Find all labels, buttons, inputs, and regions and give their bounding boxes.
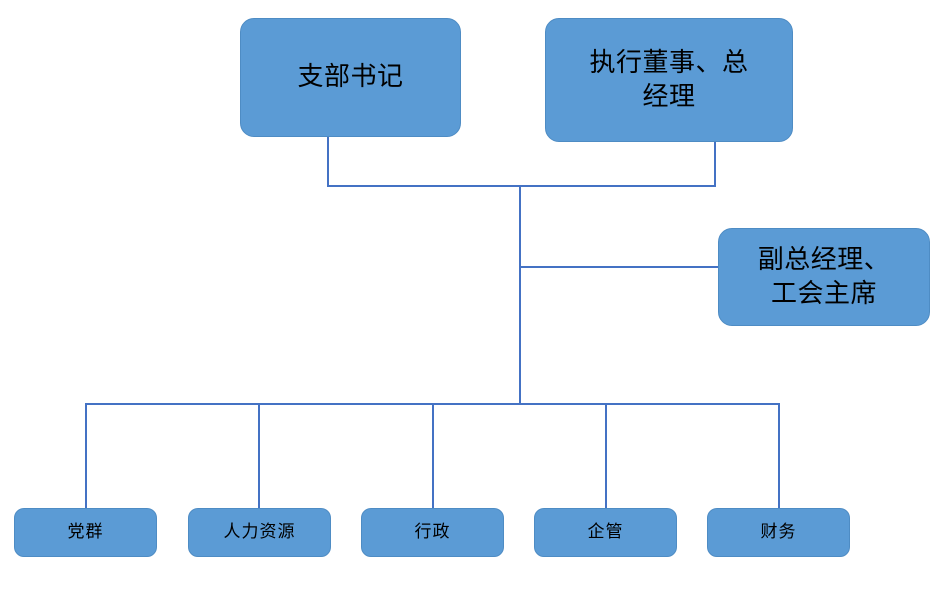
connector-deputy-gm-branch	[519, 266, 719, 268]
connector-party-secretary-down	[327, 136, 329, 186]
connector-executive-director-down	[714, 141, 716, 186]
node-deputy-gm-union-chair[interactable]: 副总经理、 工会主席	[718, 228, 930, 326]
connector-main-trunk	[519, 185, 521, 405]
node-executive-director-gm[interactable]: 执行董事、总 经理	[545, 18, 793, 142]
node-administration[interactable]: 行政	[361, 508, 504, 557]
connector-drop-enterprise-management	[605, 403, 607, 509]
node-enterprise-management[interactable]: 企管	[534, 508, 677, 557]
node-finance[interactable]: 财务	[707, 508, 850, 557]
connector-drop-human-resources	[258, 403, 260, 509]
node-human-resources[interactable]: 人力资源	[188, 508, 331, 557]
node-party-mass-work[interactable]: 党群	[14, 508, 157, 557]
connector-top-horizontal-bar	[327, 185, 716, 187]
node-party-secretary[interactable]: 支部书记	[240, 18, 461, 137]
connector-drop-administration	[432, 403, 434, 509]
connector-drop-party-mass-work	[85, 403, 87, 509]
connector-drop-finance	[778, 403, 780, 509]
